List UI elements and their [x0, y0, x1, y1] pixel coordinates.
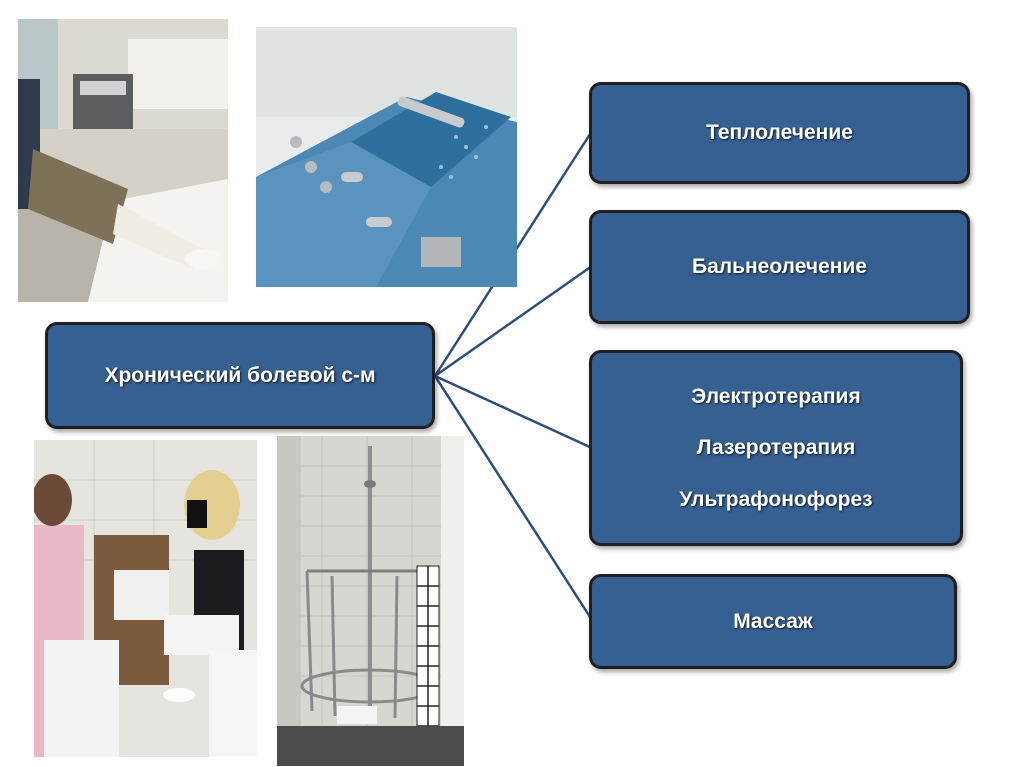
heat-therapy-image — [18, 19, 228, 302]
photo-electrotherapy — [34, 440, 257, 757]
bath-image — [256, 27, 517, 287]
branch-box-physiotherapy: Электротерапия Лазеротерапия Ультрафоноф… — [589, 350, 963, 546]
branch-label-ultraphonophoresis: Ультрафонофорез — [679, 487, 872, 512]
shower-image — [277, 436, 464, 766]
branch-label-electrotherapy: Электротерапия — [691, 384, 860, 409]
branch-box-balneolechenie: Бальнеолечение — [589, 210, 970, 324]
central-node-label: Хронический болевой с-м — [104, 363, 375, 388]
branch-box-massage: Массаж — [589, 574, 957, 669]
branch-label-massage: Массаж — [733, 609, 813, 634]
photo-circular-shower — [277, 436, 464, 766]
photo-hydrotherapy-bath — [256, 27, 517, 287]
branch-label-balneolechenie: Бальнеолечение — [692, 254, 867, 279]
photo-heat-therapy — [18, 19, 228, 302]
branch-label-teplolechenie: Теплолечение — [706, 120, 853, 145]
branch-label-laser-therapy: Лазеротерапия — [697, 435, 855, 460]
electrotherapy-image — [34, 440, 257, 757]
branch-box-teplolechenie: Теплолечение — [589, 82, 970, 184]
central-node-chronic-pain: Хронический болевой с-м — [45, 322, 435, 429]
